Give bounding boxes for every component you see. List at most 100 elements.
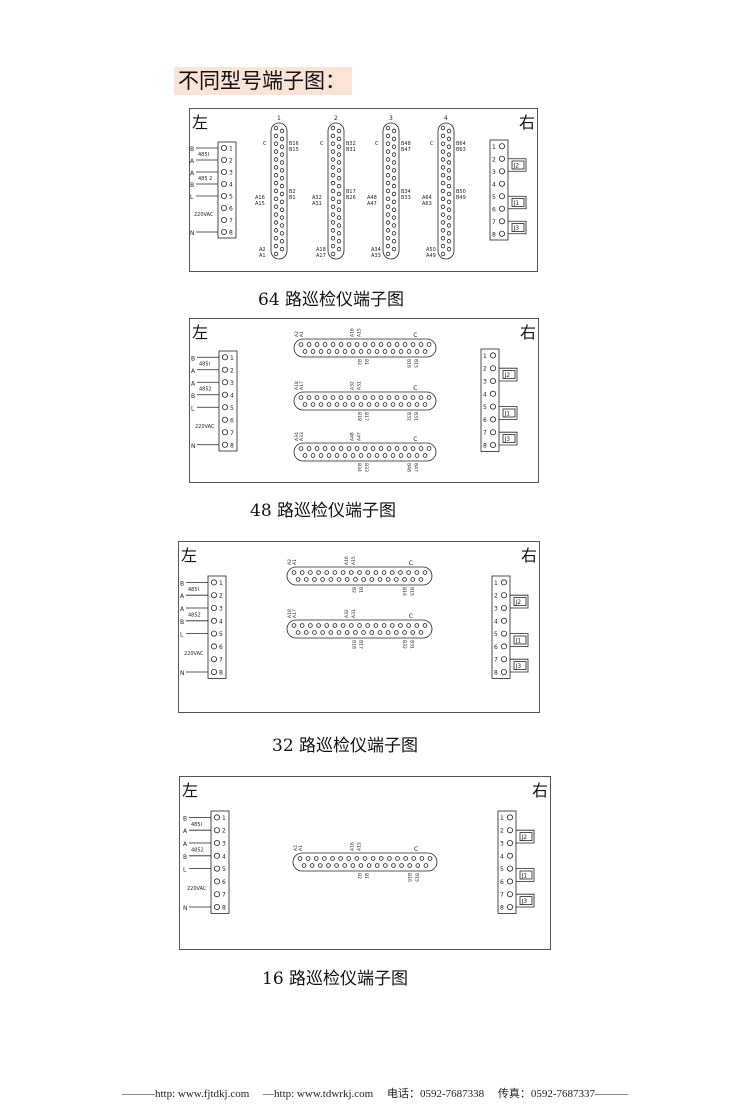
terminal-screw — [489, 365, 496, 372]
pin — [418, 446, 424, 451]
pin — [446, 246, 452, 252]
pin — [279, 215, 285, 220]
pin — [362, 342, 368, 347]
terminal-number: 2 — [229, 158, 233, 165]
terminal-number: 1 — [230, 355, 234, 362]
terminal-number: 3 — [492, 169, 496, 176]
pin-label: A15 — [351, 556, 357, 565]
pin — [346, 395, 352, 400]
pin-label: A1 — [299, 331, 305, 337]
pin — [324, 570, 330, 575]
terminal-number: 5 — [229, 194, 233, 201]
pin — [418, 577, 424, 582]
pin-label: B15 — [408, 587, 414, 596]
pin — [324, 623, 330, 628]
pin — [385, 204, 391, 209]
pin — [273, 125, 279, 131]
relay-label: J2 — [504, 372, 511, 379]
pin — [338, 342, 344, 347]
terminal-screw — [222, 391, 229, 398]
signal-label: N — [183, 905, 188, 912]
terminal-number: 4 — [494, 618, 498, 625]
pin — [399, 863, 404, 868]
pin — [310, 402, 316, 407]
terminal-number: 6 — [230, 417, 234, 424]
pin — [279, 176, 285, 181]
pin-label: A33 — [371, 253, 381, 259]
terminal-screw — [220, 181, 227, 188]
pin — [385, 251, 391, 257]
pin — [349, 623, 354, 628]
connector-number: 3 — [389, 115, 393, 122]
pin — [382, 453, 388, 458]
pin — [336, 183, 342, 189]
pin — [427, 856, 433, 861]
pin-label: B48 — [406, 463, 412, 472]
pin-label: A18 — [287, 609, 293, 618]
signal-sublabel: 220VAC — [184, 651, 204, 657]
pin — [361, 577, 366, 582]
terminal-screw — [222, 354, 229, 361]
pin — [336, 191, 342, 197]
terminal-number: 7 — [494, 657, 498, 664]
pin — [326, 402, 332, 407]
terminal-screw — [214, 827, 221, 834]
pin — [385, 630, 391, 635]
pin — [279, 223, 285, 228]
pin — [440, 220, 446, 225]
pin — [279, 207, 285, 212]
signal-label: B — [180, 619, 184, 626]
pin — [330, 243, 336, 249]
pin — [334, 402, 340, 407]
pin — [334, 349, 340, 354]
pin — [306, 395, 312, 400]
pin — [391, 128, 397, 134]
right-label: 右 — [531, 781, 548, 800]
pin — [308, 570, 313, 575]
pin — [378, 856, 384, 861]
pin — [344, 630, 350, 635]
pin — [273, 196, 279, 202]
terminal-number: 3 — [229, 170, 233, 177]
pin — [440, 125, 446, 131]
pin — [354, 446, 360, 451]
terminal-screw — [500, 579, 507, 586]
signal-label: B — [191, 355, 195, 362]
pin — [440, 180, 446, 186]
pin-label: A32 — [344, 609, 350, 618]
pin-label-c: C — [414, 846, 418, 853]
terminal-screw — [220, 157, 227, 164]
pin-label: A16 — [349, 842, 355, 851]
connector-number: 2 — [334, 115, 338, 122]
pin-label: C — [375, 141, 379, 147]
pin — [440, 204, 446, 209]
pin — [310, 453, 316, 458]
pin-label: C — [263, 141, 267, 147]
pin — [390, 402, 396, 407]
pin — [365, 623, 370, 628]
pin-label: B63 — [456, 147, 466, 153]
pin — [426, 342, 432, 347]
pin — [369, 577, 375, 582]
pin-label: A64 — [422, 195, 432, 201]
pin — [273, 141, 279, 146]
pin — [391, 160, 397, 165]
pin — [332, 623, 338, 628]
pin — [385, 243, 391, 249]
signal-label: A — [180, 593, 185, 600]
pin — [330, 446, 336, 451]
pin — [353, 630, 358, 635]
terminal-screw — [506, 878, 513, 885]
pin — [370, 395, 376, 400]
terminal-number: 2 — [500, 828, 504, 835]
pin — [423, 863, 429, 868]
relay-label: J3 — [513, 225, 520, 232]
pin — [279, 246, 285, 252]
pin — [386, 446, 392, 451]
terminal-number: 6 — [492, 206, 496, 213]
pin — [297, 856, 303, 861]
terminal-number: 5 — [219, 631, 223, 638]
pin — [402, 342, 408, 347]
